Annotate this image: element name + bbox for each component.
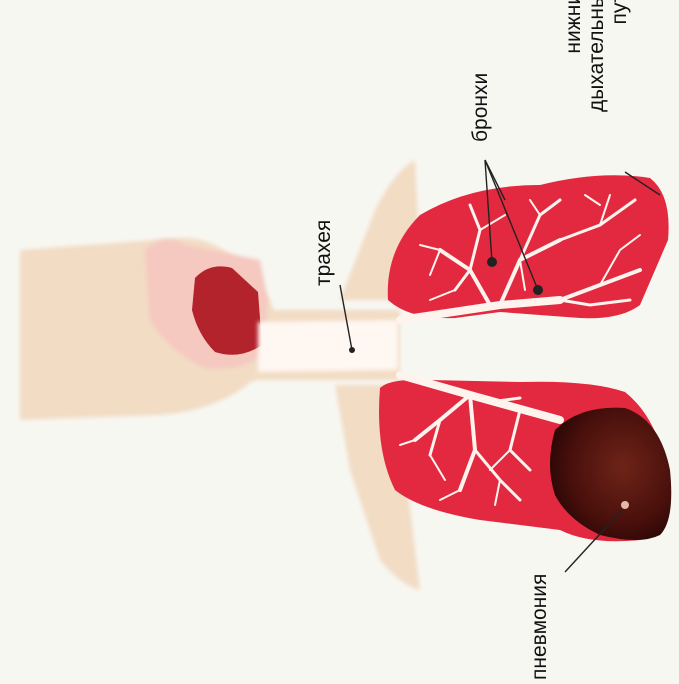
lung-lower (379, 375, 671, 541)
pneumonia-marker (621, 501, 629, 509)
label-trachea: трахея (312, 220, 335, 286)
trachea (258, 320, 398, 372)
label-lower-airways: нижние дыхательные пути (562, 0, 631, 112)
label-pneumonia: пневмония (528, 574, 551, 680)
label-bronchi: бронхи (469, 73, 492, 142)
lung-upper (388, 175, 669, 320)
label-lower-airways-line-1: нижние (562, 0, 585, 112)
label-lower-airways-line-3: пути (608, 0, 631, 112)
label-lower-airways-line-2: дыхательные (585, 0, 608, 112)
